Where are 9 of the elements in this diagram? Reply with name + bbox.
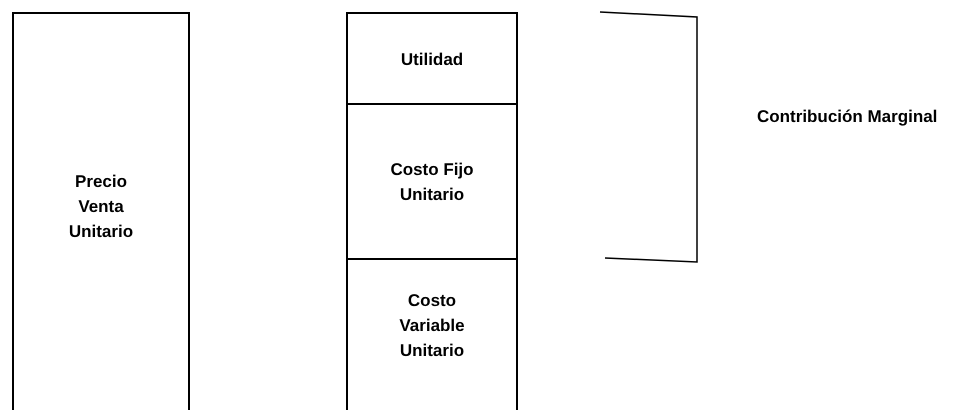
cost-segment — [346, 258, 518, 410]
cost-segment — [346, 103, 518, 259]
node-label: Costo Fijo Unitario — [389, 159, 475, 206]
cost-segment — [346, 12, 518, 104]
node-label: Precio Venta Unitario — [68, 170, 134, 242]
node-label: Costo Variable Unitario — [398, 290, 466, 362]
bracket-label: Contribución Marginal — [757, 107, 938, 127]
node-label: Utilidad — [400, 48, 464, 70]
price-column — [12, 12, 190, 410]
